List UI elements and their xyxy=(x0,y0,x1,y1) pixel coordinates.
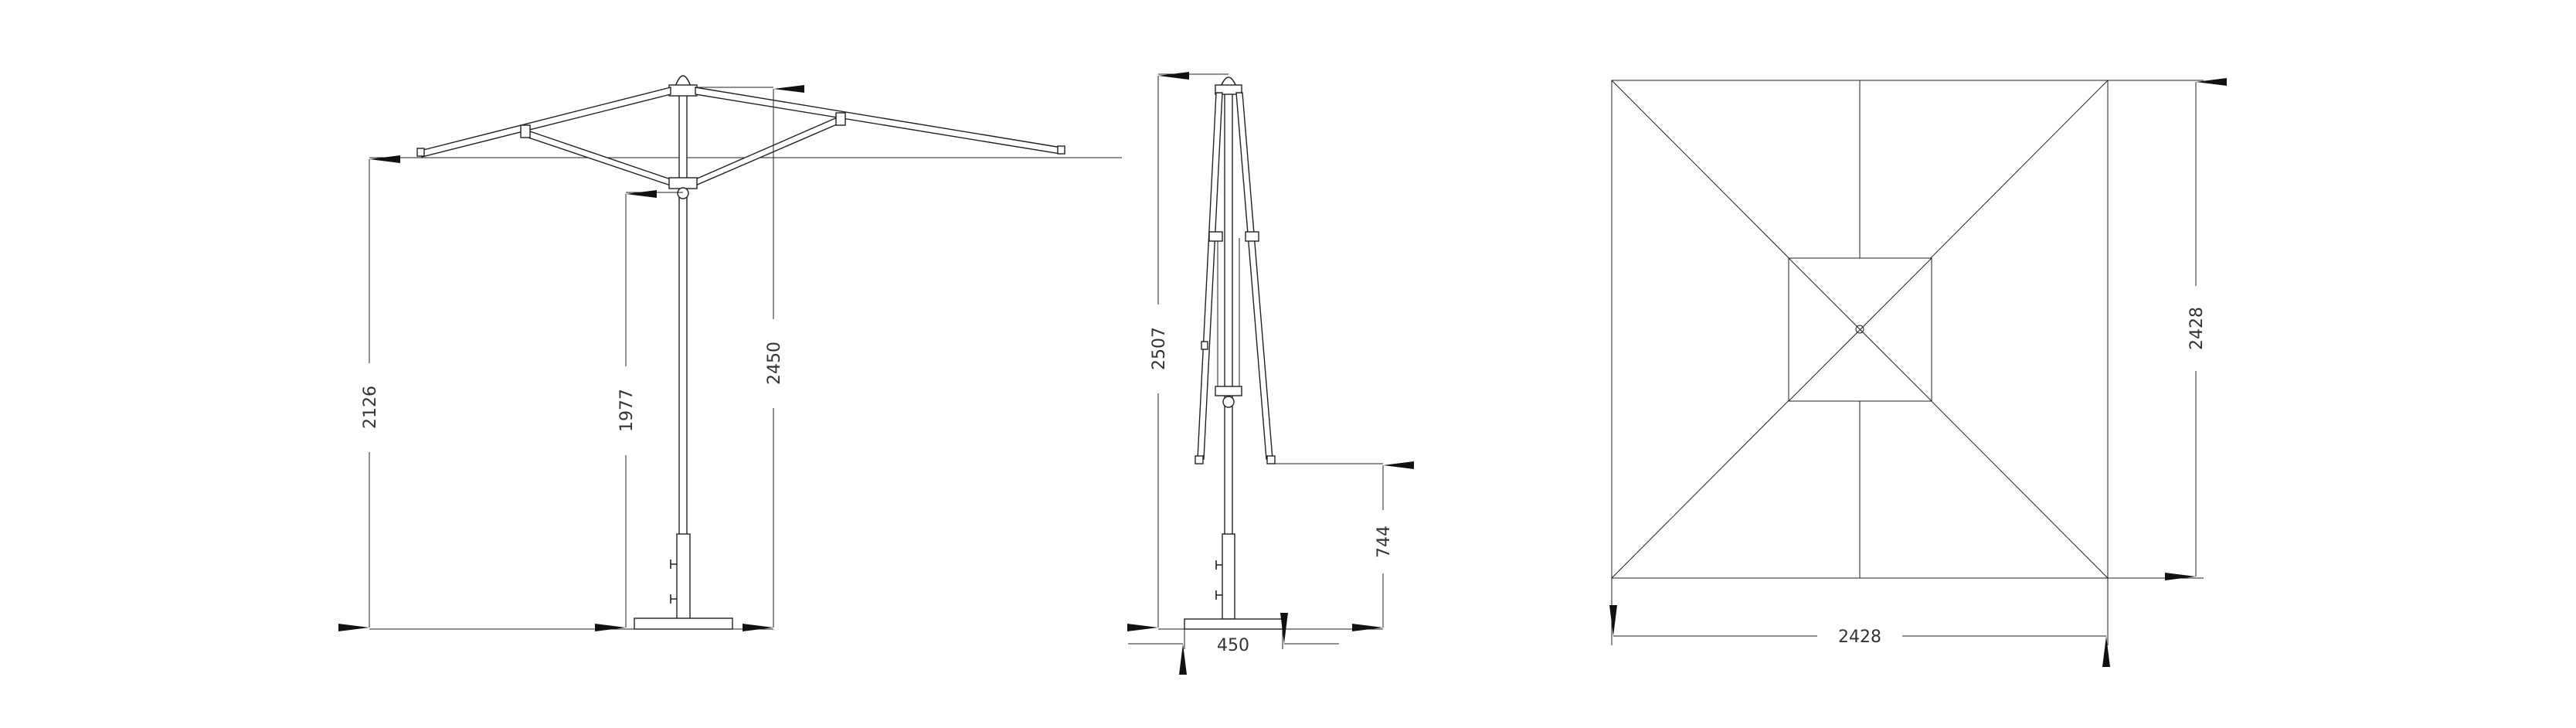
right-rib xyxy=(1235,92,1273,460)
center-pole-marker xyxy=(1855,325,1864,334)
side-view-open: 2126 1977 2450 xyxy=(338,75,1122,631)
rib-clip xyxy=(1201,341,1208,350)
top-hub xyxy=(668,84,698,97)
dimension-label-2450: 2450 xyxy=(765,342,784,385)
right-rib-tip xyxy=(1266,455,1276,464)
runner-hub xyxy=(1215,386,1242,396)
plan-view: 2428 2428 xyxy=(1609,78,2227,667)
finial xyxy=(675,75,692,87)
crank-icon xyxy=(1222,396,1235,408)
dimension-label-1977: 1977 xyxy=(617,389,637,432)
left-rib-joint xyxy=(520,124,531,138)
right-rib-joint xyxy=(835,112,846,126)
left-rib xyxy=(1197,92,1223,460)
pole-sleeve xyxy=(676,533,691,620)
dimension-label-450: 450 xyxy=(1217,636,1249,655)
knob-icons xyxy=(1215,560,1222,600)
pole-sleeve xyxy=(1222,533,1235,620)
dimension-label-744: 744 xyxy=(1375,526,1394,558)
dimension-label-2126: 2126 xyxy=(361,386,380,429)
left-rib-joint xyxy=(1208,231,1223,242)
right-rib xyxy=(695,87,1062,155)
side-view-closed: 2507 744 450 xyxy=(1127,72,1414,675)
left-rib xyxy=(420,87,671,158)
dimension-label-width: 2428 xyxy=(1838,628,1881,647)
left-rib-tip xyxy=(1195,455,1204,464)
right-rib-tip xyxy=(1057,145,1065,155)
base-plate xyxy=(1184,618,1283,630)
base-plate xyxy=(634,617,733,630)
knob-icons xyxy=(670,560,677,604)
right-rib-joint xyxy=(1245,231,1259,242)
top-hub xyxy=(1215,84,1242,95)
crank-icon xyxy=(677,187,689,199)
right-strut xyxy=(695,115,843,187)
finial xyxy=(1220,77,1237,87)
dimension-label-2507: 2507 xyxy=(1150,327,1169,370)
dimension-label-depth: 2428 xyxy=(2187,307,2207,350)
runner-hub xyxy=(668,177,698,189)
left-rib-tip xyxy=(416,148,425,157)
